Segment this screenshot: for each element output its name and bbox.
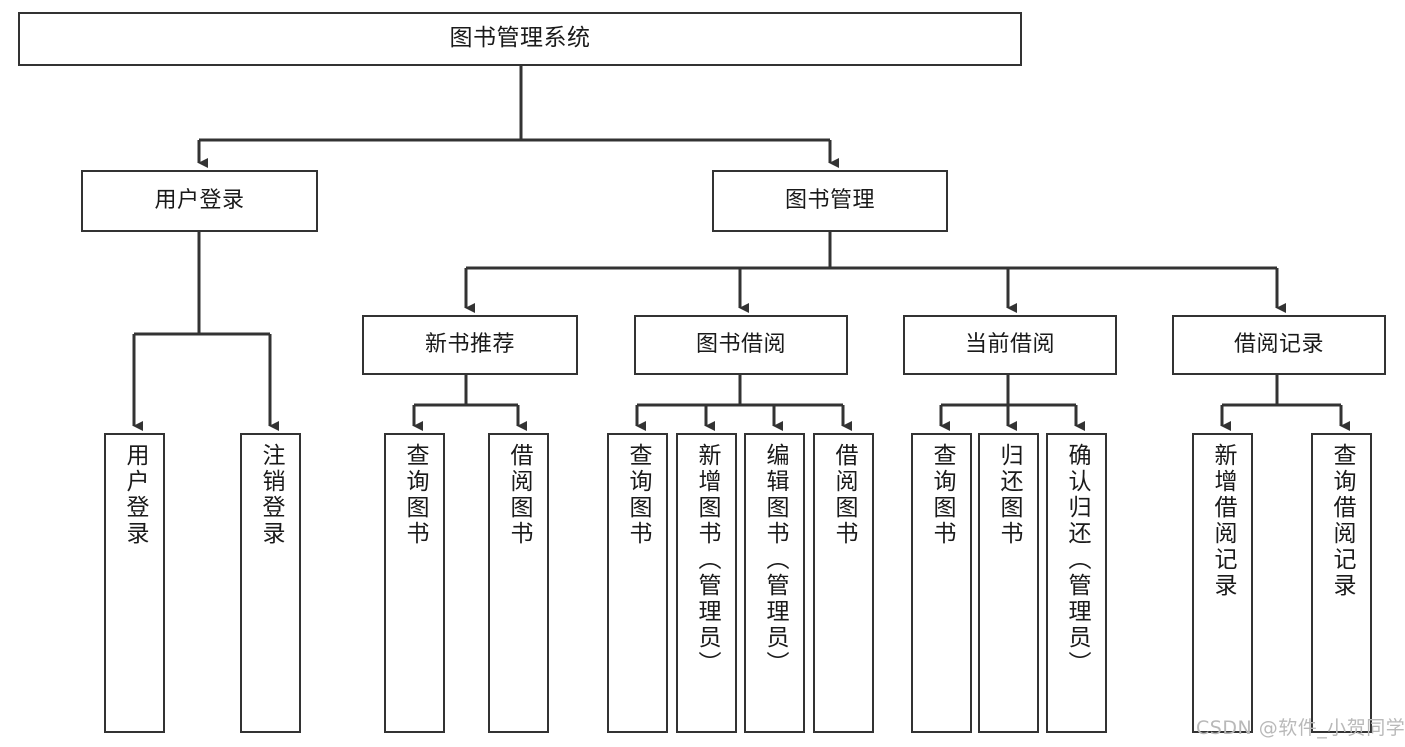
- node-book-management-label: 图书管理: [784, 187, 875, 213]
- leaf-current-confirm-return-label: 确认归还（管理员）: [1064, 443, 1090, 677]
- leaf-newbook-borrow-book[interactable]: 借阅图书: [488, 433, 549, 733]
- leaf-user-login[interactable]: 用户登录: [104, 433, 165, 733]
- node-current-borrow[interactable]: 当前借阅: [903, 315, 1117, 375]
- leaf-borrow-add-book-label: 新增图书（管理员）: [694, 443, 720, 677]
- leaf-borrow-query-book[interactable]: 查询图书: [607, 433, 668, 733]
- leaf-user-login-label: 用户登录: [122, 443, 148, 547]
- leaf-borrow-borrow-book[interactable]: 借阅图书: [813, 433, 874, 733]
- leaf-current-confirm-return[interactable]: 确认归还（管理员）: [1046, 433, 1107, 733]
- node-root-label: 图书管理系统: [449, 25, 591, 52]
- leaf-current-query-book[interactable]: 查询图书: [911, 433, 972, 733]
- leaf-newbook-borrow-book-label: 借阅图书: [506, 443, 532, 547]
- node-borrow-records-label: 借阅记录: [1233, 331, 1324, 357]
- leaf-logout-label: 注销登录: [258, 443, 284, 547]
- leaf-borrow-query-book-label: 查询图书: [625, 443, 651, 547]
- leaf-newbook-query-book-label: 查询图书: [402, 443, 428, 547]
- leaf-records-add-record[interactable]: 新增借阅记录: [1192, 433, 1253, 733]
- node-book-management[interactable]: 图书管理: [712, 170, 948, 232]
- csdn-watermark: CSDN @软件_小贺同学: [1196, 717, 1405, 739]
- node-current-borrow-label: 当前借阅: [964, 331, 1055, 357]
- node-book-borrow[interactable]: 图书借阅: [634, 315, 848, 375]
- leaf-borrow-edit-book-label: 编辑图书（管理员）: [762, 443, 788, 677]
- node-user-login-label: 用户登录: [154, 187, 245, 213]
- node-root[interactable]: 图书管理系统: [18, 12, 1022, 66]
- leaf-records-add-record-label: 新增借阅记录: [1210, 443, 1236, 599]
- leaf-borrow-edit-book[interactable]: 编辑图书（管理员）: [744, 433, 805, 733]
- leaf-borrow-add-book[interactable]: 新增图书（管理员）: [676, 433, 737, 733]
- leaf-newbook-query-book[interactable]: 查询图书: [384, 433, 445, 733]
- leaf-logout[interactable]: 注销登录: [240, 433, 301, 733]
- node-user-login[interactable]: 用户登录: [81, 170, 318, 232]
- leaf-current-return-book-label: 归还图书: [996, 443, 1022, 547]
- leaf-current-return-book[interactable]: 归还图书: [978, 433, 1039, 733]
- node-borrow-records[interactable]: 借阅记录: [1172, 315, 1386, 375]
- node-book-borrow-label: 图书借阅: [695, 331, 786, 357]
- leaf-records-query-record-label: 查询借阅记录: [1329, 443, 1355, 599]
- leaf-borrow-borrow-book-label: 借阅图书: [831, 443, 857, 547]
- leaf-current-query-book-label: 查询图书: [929, 443, 955, 547]
- node-new-book-recommend-label: 新书推荐: [424, 331, 515, 357]
- leaf-records-query-record[interactable]: 查询借阅记录: [1311, 433, 1372, 733]
- node-new-book-recommend[interactable]: 新书推荐: [362, 315, 578, 375]
